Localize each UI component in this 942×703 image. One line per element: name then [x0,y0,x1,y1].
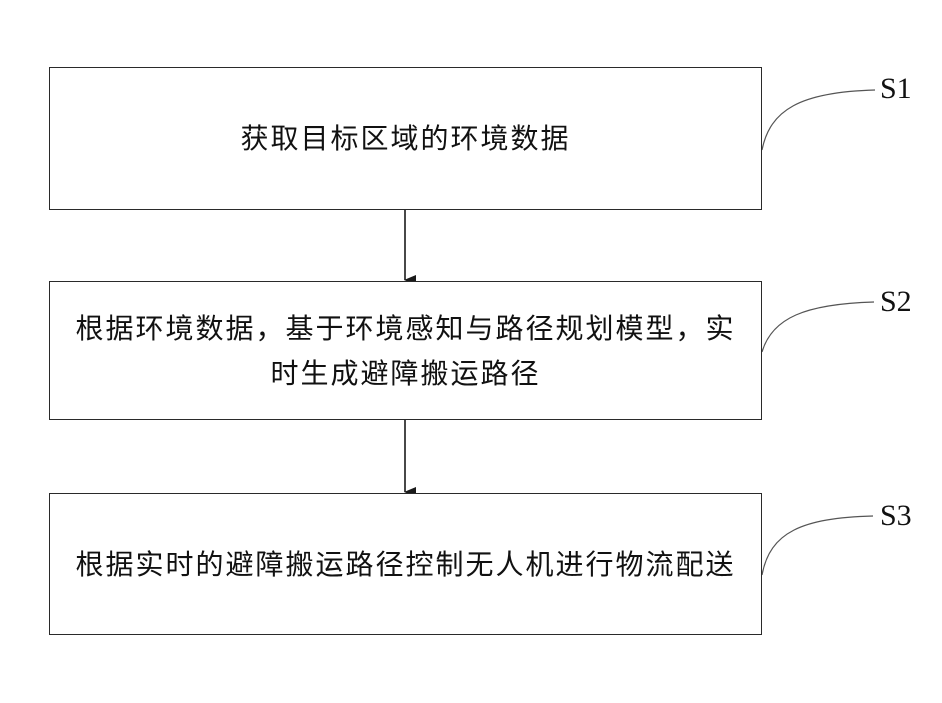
leader-line-s3 [762,516,873,575]
step-text-s2: 根据环境数据，基于环境感知与路径规划模型，实时生成避障搬运路径 [76,306,736,396]
step-label-s3: S3 [880,501,912,531]
step-label-s1: S1 [880,74,912,104]
leader-line-s1 [762,90,875,150]
step-box-s3: 根据实时的避障搬运路径控制无人机进行物流配送 [49,493,762,635]
step-text-s3: 根据实时的避障搬运路径控制无人机进行物流配送 [76,542,736,587]
step-label-s2: S2 [880,287,912,317]
step-box-s2: 根据环境数据，基于环境感知与路径规划模型，实时生成避障搬运路径 [49,281,762,420]
step-text-s1: 获取目标区域的环境数据 [76,116,736,161]
step-box-s1: 获取目标区域的环境数据 [49,67,762,210]
leader-line-s2 [762,302,874,352]
